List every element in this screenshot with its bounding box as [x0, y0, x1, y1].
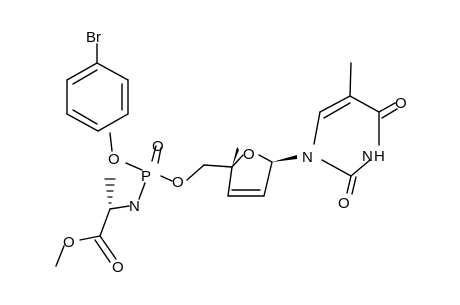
bond-c-oph [109, 132, 113, 152]
bond-c-o-double-1 [99, 235, 117, 260]
bond-ring-4 [66, 113, 99, 132]
atom-o-ring: O [243, 146, 255, 163]
bond-c-o-double-2 [94, 239, 111, 263]
atom-o-phosphoryl: O [152, 138, 164, 155]
atom-n3: N [362, 148, 373, 165]
wedge-c1-n [272, 155, 297, 162]
bond-c2-o-1 [346, 175, 352, 194]
bond-c2-n1 [321, 159, 352, 177]
alanine-ester [55, 178, 130, 267]
bond-c6-c5 [319, 95, 351, 113]
bond-c2-c1 [263, 161, 273, 197]
bond-ring-inner-3 [72, 69, 98, 85]
bond-p-o-double-1 [151, 145, 157, 162]
bond-c-omethoxy [79, 235, 101, 241]
bond-ring-1 [96, 62, 129, 81]
atom-o-c2: O [338, 195, 350, 212]
bond-c1-o [258, 154, 273, 163]
bond-c5-c4 [349, 95, 380, 113]
bond-c2-o-2 [351, 176, 357, 195]
bond-p-o-double-2 [157, 147, 162, 164]
atom-n-amine: N [129, 198, 140, 215]
wedge-c4 [232, 147, 239, 167]
bond-c4-o-1 [378, 102, 396, 113]
bond-c4-o-2 [381, 108, 398, 119]
bond-oph-p [125, 162, 143, 171]
atom-br: Br [86, 29, 101, 46]
atom-labels: Br O P O O N O N N H O O O O [63, 29, 407, 276]
bond-ring-inner-2 [72, 109, 98, 125]
bond-c6-c5-double [323, 102, 351, 119]
hashed-bond-methyl [104, 178, 116, 204]
atom-o-carbonyl: O [112, 259, 124, 276]
bond-c4-c3 [227, 166, 233, 197]
bond-n-calpha [109, 205, 130, 210]
bond-p-n [138, 182, 146, 200]
atom-o-methoxy: O [63, 234, 75, 251]
bond-c5-methyl [349, 62, 352, 97]
bond-ring-3 [97, 113, 129, 132]
atom-h-imide: H [374, 148, 385, 165]
atom-p: P [141, 168, 151, 185]
bond-p-oester [160, 175, 173, 182]
atom-n1: N [302, 149, 313, 166]
bond-ch2-c4 [203, 164, 233, 168]
bond-oester-ch2 [186, 164, 205, 181]
bond-calpha-ccarbonyl [99, 208, 111, 237]
bond-omethoxy-ch3 [55, 245, 65, 267]
atom-o-ester: O [172, 174, 184, 191]
bond-o-c4 [231, 154, 244, 168]
bond-n1-c6 [313, 111, 321, 145]
atom-o-c4: O [395, 95, 407, 112]
bromophenyl-ring [66, 43, 129, 132]
thymine-ring [313, 62, 398, 195]
bond-n3-c2 [350, 159, 371, 177]
dihydrofuran-ring [227, 147, 297, 197]
atom-o-phenoxy: O [108, 151, 120, 168]
phosphoramidate-core [109, 132, 233, 200]
bond-ring-6 [66, 62, 98, 81]
